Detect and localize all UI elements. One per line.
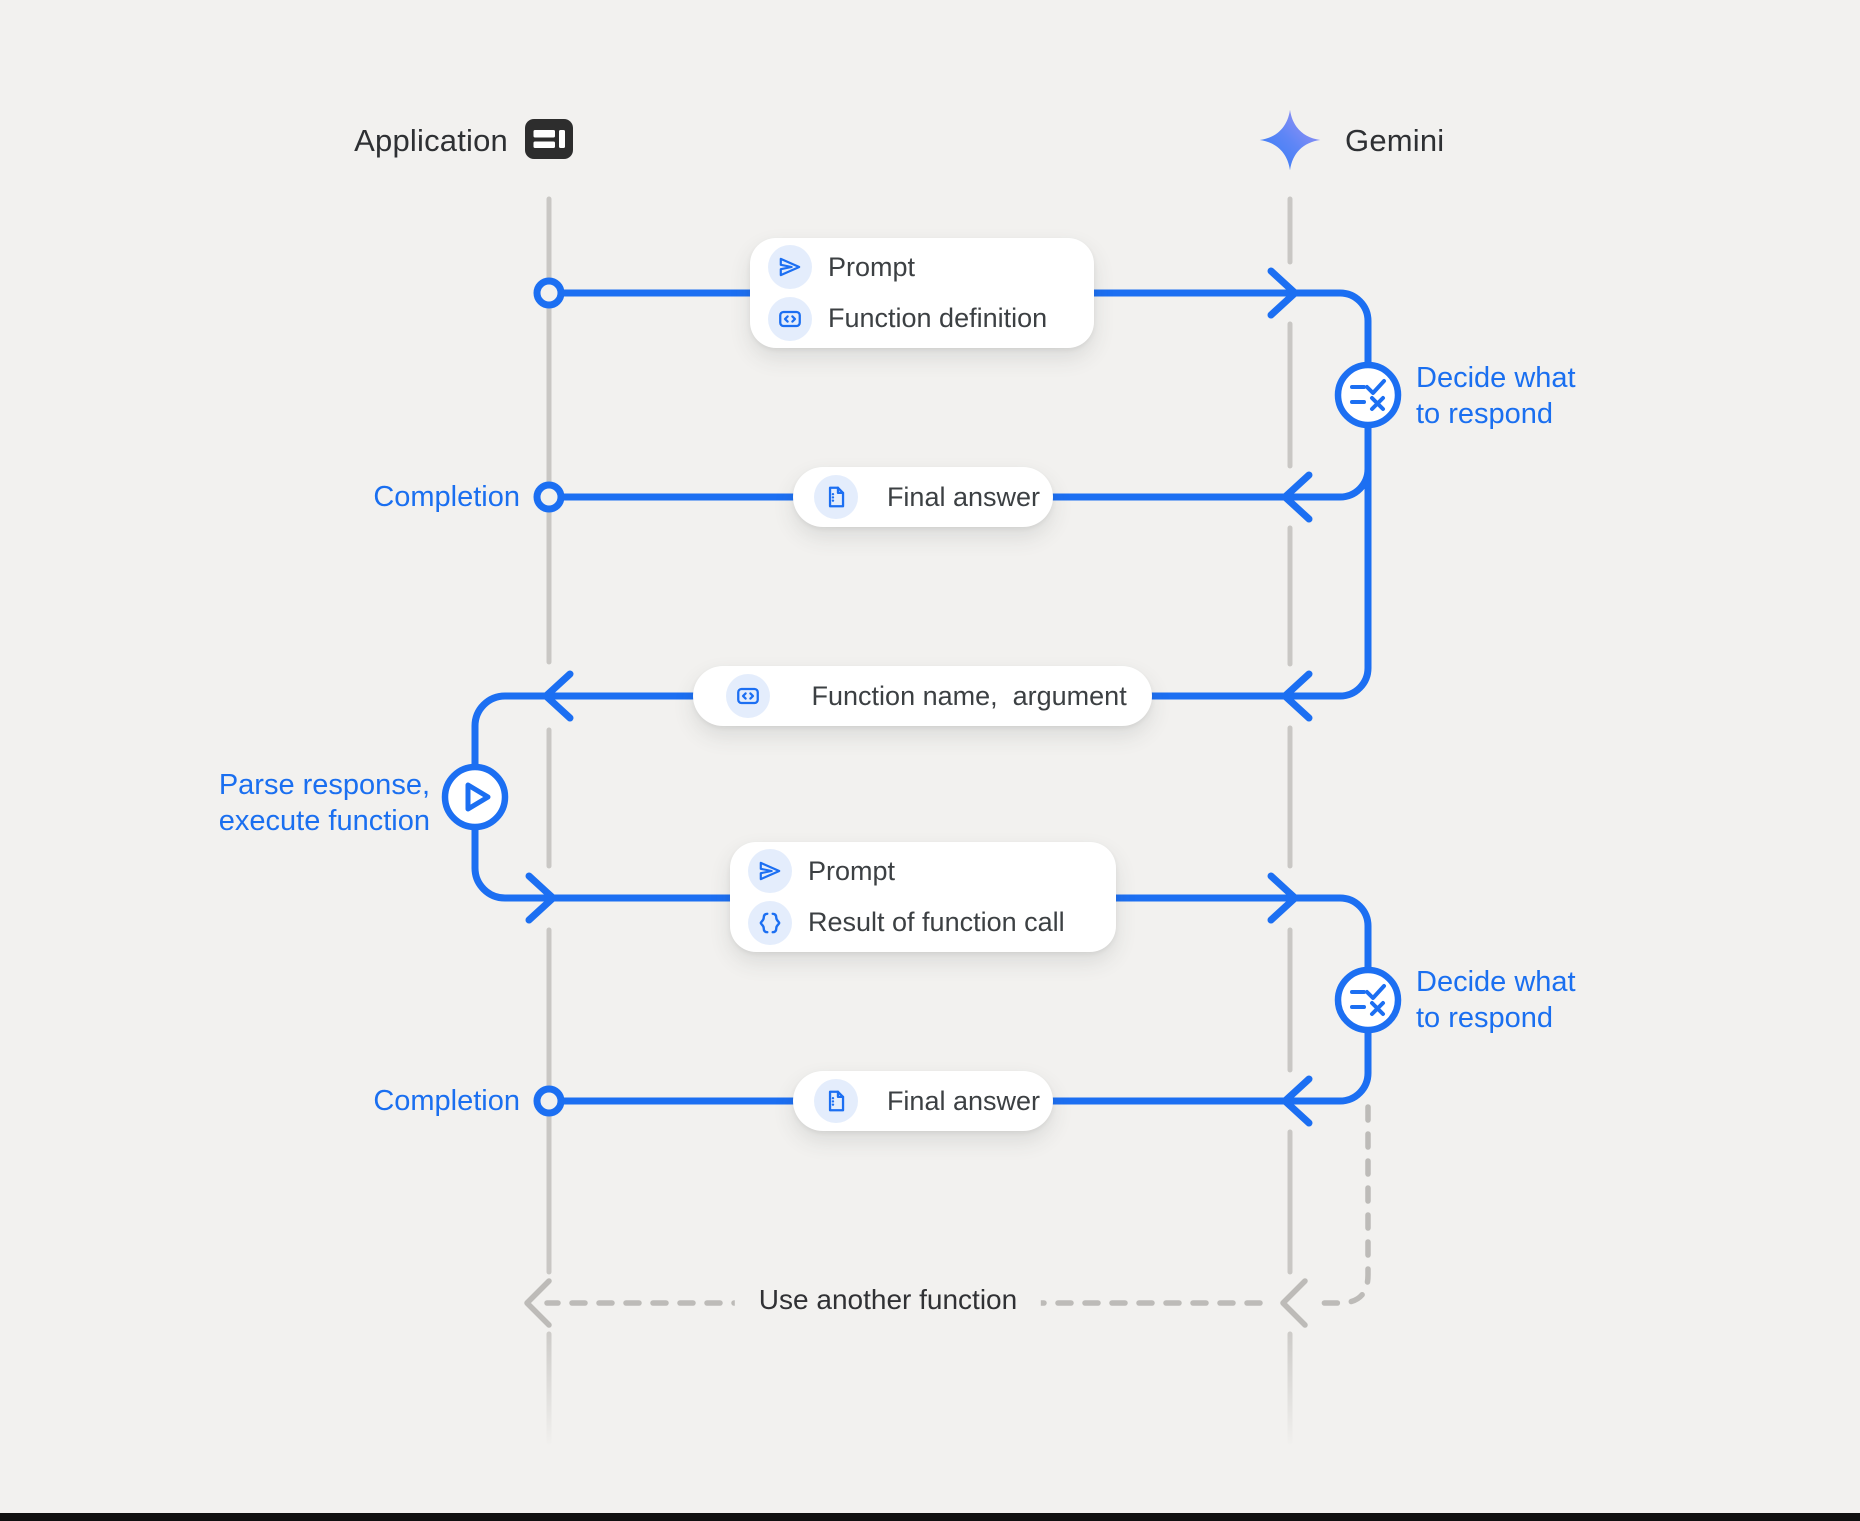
message-final-answer-1: Final answer	[793, 467, 1053, 527]
parse-label-line: execute function	[218, 805, 430, 837]
bottom-edge-bar	[0, 1513, 1860, 1521]
code-icon	[768, 296, 812, 341]
message-final-answer-2: Final answer	[793, 1071, 1053, 1131]
message-label: Prompt	[808, 855, 896, 886]
message-label: Final answer	[886, 481, 1040, 512]
send-icon	[768, 245, 812, 290]
app-window-icon	[525, 119, 573, 159]
message-row: Prompt	[768, 245, 1094, 290]
decide-label-line: to respond	[1416, 398, 1554, 430]
message-label: Prompt	[828, 251, 916, 282]
message-row: Result of function call	[748, 900, 1116, 945]
arrow-left-icon	[1281, 670, 1313, 722]
arrow-left-icon	[1281, 1075, 1313, 1127]
decide-node-1	[1334, 361, 1402, 429]
send-icon	[748, 849, 792, 894]
application-label: Application	[354, 123, 508, 158]
decide-label-line: Decide what	[1416, 362, 1576, 394]
arrow-right-icon	[525, 872, 557, 924]
message-label: Function name, argument	[811, 680, 1127, 711]
decide-label-line: Decide what	[1416, 966, 1576, 998]
completion-node-2	[533, 1085, 565, 1117]
message-label: Final answer	[886, 1085, 1040, 1116]
decide-label-2: Decide what to respond	[1416, 964, 1576, 1036]
code-icon	[726, 674, 771, 718]
parse-node	[441, 763, 509, 831]
message-prompt-function-definition: Prompt Function definition	[750, 238, 1094, 348]
message-row: Function definition	[768, 296, 1094, 341]
completion-node-1	[533, 481, 565, 513]
loop-arrow-right-icon	[1280, 1278, 1308, 1328]
arrow-right-icon	[1267, 872, 1299, 924]
decide-checklist-icon	[1350, 379, 1386, 411]
message-label: Function definition	[828, 303, 1048, 334]
loop-arrow-left-icon	[524, 1278, 552, 1328]
start-node	[533, 277, 565, 309]
gemini-label: Gemini	[1345, 123, 1445, 158]
message-label: Result of function call	[808, 907, 1065, 938]
completion-label-1: Completion	[373, 481, 520, 513]
decide-label-1: Decide what to respond	[1416, 360, 1576, 432]
document-icon	[813, 475, 858, 519]
parse-label-line: Parse response,	[218, 769, 430, 801]
endpoint-nodes	[533, 277, 565, 1117]
play-icon	[465, 782, 491, 812]
message-prompt-function-result: Prompt Result of function call	[730, 842, 1116, 952]
arrow-left-icon	[1281, 471, 1313, 523]
message-function-call: Function name, argument	[693, 666, 1152, 726]
message-row: Prompt	[748, 849, 1116, 894]
braces-icon	[748, 900, 792, 945]
decide-checklist-icon	[1350, 984, 1386, 1016]
loop-label: Use another function	[734, 1284, 1042, 1316]
arrow-right-icon	[1267, 267, 1299, 319]
parse-label: Parse response, execute function	[100, 767, 430, 839]
decide-label-line: to respond	[1416, 1002, 1554, 1034]
gemini-star-icon	[1259, 109, 1321, 171]
document-icon	[813, 1079, 858, 1123]
completion-label-2: Completion	[373, 1085, 520, 1117]
arrow-left-icon	[542, 670, 574, 722]
decide-node-2	[1334, 966, 1402, 1034]
